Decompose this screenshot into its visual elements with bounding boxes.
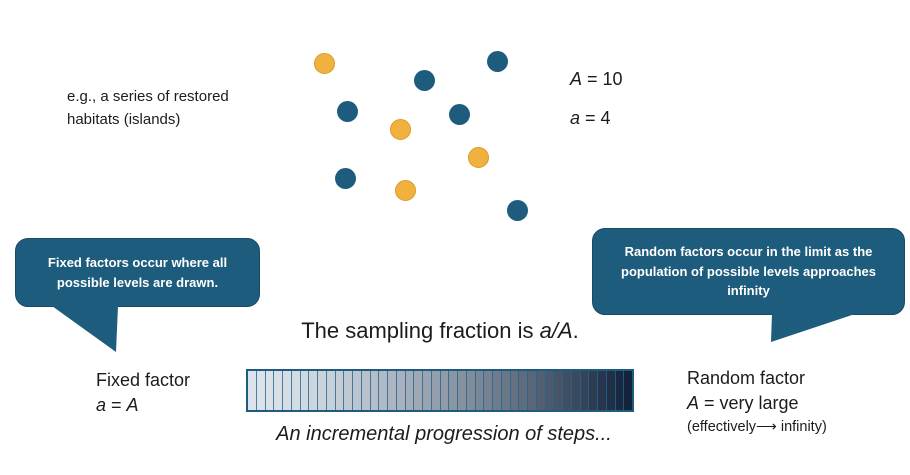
random-factor-equation: A = very large [687,393,799,413]
gradient-step [589,371,598,410]
random-factor-speech-bubble: Random factors occur in the limit as the… [592,228,905,315]
gradient-step [466,371,476,410]
gradient-step [309,371,318,410]
gradient-step [519,371,528,410]
gradient-step [283,371,292,410]
gradient-step [563,371,572,410]
gradient-step [370,371,380,410]
gradient-step [388,371,397,410]
gradient-step [510,371,520,410]
habitat-dot-teal [336,100,358,122]
gradient-step [545,371,555,410]
gradient-step [458,371,467,410]
gradient-step [361,371,371,410]
fixed-factor-equation: a = A [96,395,139,415]
habitat-dot-yellow [394,179,416,201]
habitat-dot-yellow [467,146,489,168]
gradient-step [598,371,607,410]
gradient-step [265,371,275,410]
habitat-dot-teal [413,69,435,91]
gradient-step [326,371,336,410]
random-bubble-tail [771,313,858,342]
gradient-step [431,371,441,410]
habitat-dot-teal [334,167,356,189]
random-factor-block: Random factor A = very large (effectivel… [687,366,827,437]
gradient-step [493,371,502,410]
gradient-step [449,371,458,410]
gradient-step [484,371,493,410]
gradient-step [353,371,362,410]
gradient-step [414,371,423,410]
gradient-step [580,371,590,410]
gradient-step [379,371,388,410]
gradient-step [256,371,266,410]
fixed-bubble-tail [52,306,118,352]
sample-count-label: a = 4 [570,108,611,128]
habitat-dot-teal [486,50,508,72]
habitat-dot-teal [506,199,528,221]
gradient-step [396,371,406,410]
gradient-step [291,371,301,410]
example-note-text: e.g., a series of restored habitats (isl… [67,88,229,128]
gradient-step [606,371,616,410]
gradient-step [554,371,563,410]
gradient-step [571,371,581,410]
population-count-label: A = 10 [570,69,623,89]
random-factor-bubble-text: Random factors occur in the limit as the… [621,244,876,299]
gradient-step [318,371,327,410]
incremental-gradient-bar [246,369,634,412]
gradient-step [615,371,625,410]
gradient-step [248,371,257,410]
fixed-factor-speech-bubble: Fixed factors occur where all possible l… [15,238,260,307]
gradient-step [335,371,345,410]
gradient-step [423,371,432,410]
gradient-step [440,371,450,410]
habitat-dot-yellow [313,52,335,74]
habitat-dot-yellow [389,118,411,140]
gradient-step [274,371,283,410]
gradient-step [475,371,485,410]
gradient-step [501,371,511,410]
fixed-factor-bubble-text: Fixed factors occur where all possible l… [47,255,228,290]
gradient-step [300,371,310,410]
habitat-dot-teal [448,103,470,125]
gradient-step [528,371,537,410]
random-factor-infinity-note: (effectively⟶ infinity) [687,419,827,435]
random-factor-title: Random factor [687,368,806,388]
gradient-step [405,371,415,410]
sampling-fraction-sentence: The sampling fraction is a/A. [301,318,579,343]
gradient-step [624,371,632,410]
gradient-bar-caption: An incremental progression of steps... [276,423,612,445]
fixed-factor-block: Fixed factor a = A [96,368,190,418]
fixed-factor-title: Fixed factor [96,370,191,390]
gradient-step [344,371,353,410]
gradient-step [536,371,546,410]
